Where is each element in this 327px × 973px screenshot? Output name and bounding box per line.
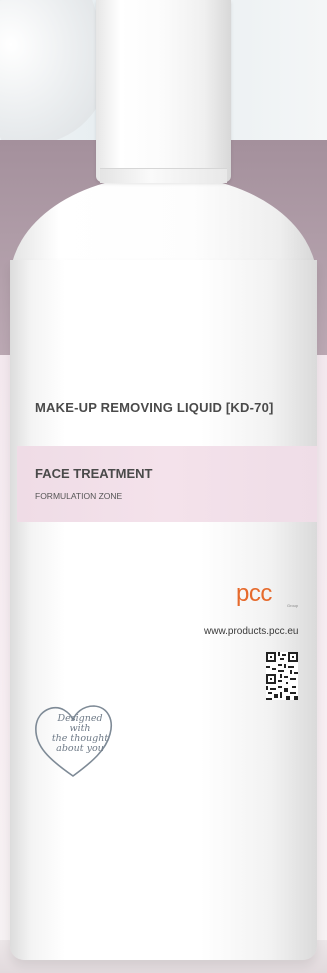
bottle-body — [10, 260, 317, 960]
qr-code-icon — [266, 652, 298, 700]
heart-stamp-line-2: the thought — [51, 733, 109, 744]
product-name: MAKE-UP REMOVING LIQUID — [35, 400, 223, 415]
bottle-cap — [96, 0, 231, 182]
category-title: FACE TREATMENT — [35, 466, 153, 481]
product-title: MAKE-UP REMOVING LIQUID [KD-70] — [35, 400, 305, 415]
pcc-logo-subtext: Group — [287, 603, 299, 608]
product-code: [KD-70] — [225, 400, 274, 415]
website-url: www.products.pcc.eu — [204, 626, 299, 637]
heart-stamp-text: Designed with the thought about you — [46, 714, 114, 754]
heart-stamp-line-3: about you — [56, 743, 104, 754]
pcc-logo: pcc — [236, 580, 272, 607]
bottle-cap-band — [100, 168, 227, 183]
category-band — [17, 446, 317, 522]
category-subtitle: FORMULATION ZONE — [35, 491, 123, 501]
heart-stamp-icon — [35, 705, 112, 777]
heart-stamp-line-1: Designed with — [57, 713, 103, 734]
